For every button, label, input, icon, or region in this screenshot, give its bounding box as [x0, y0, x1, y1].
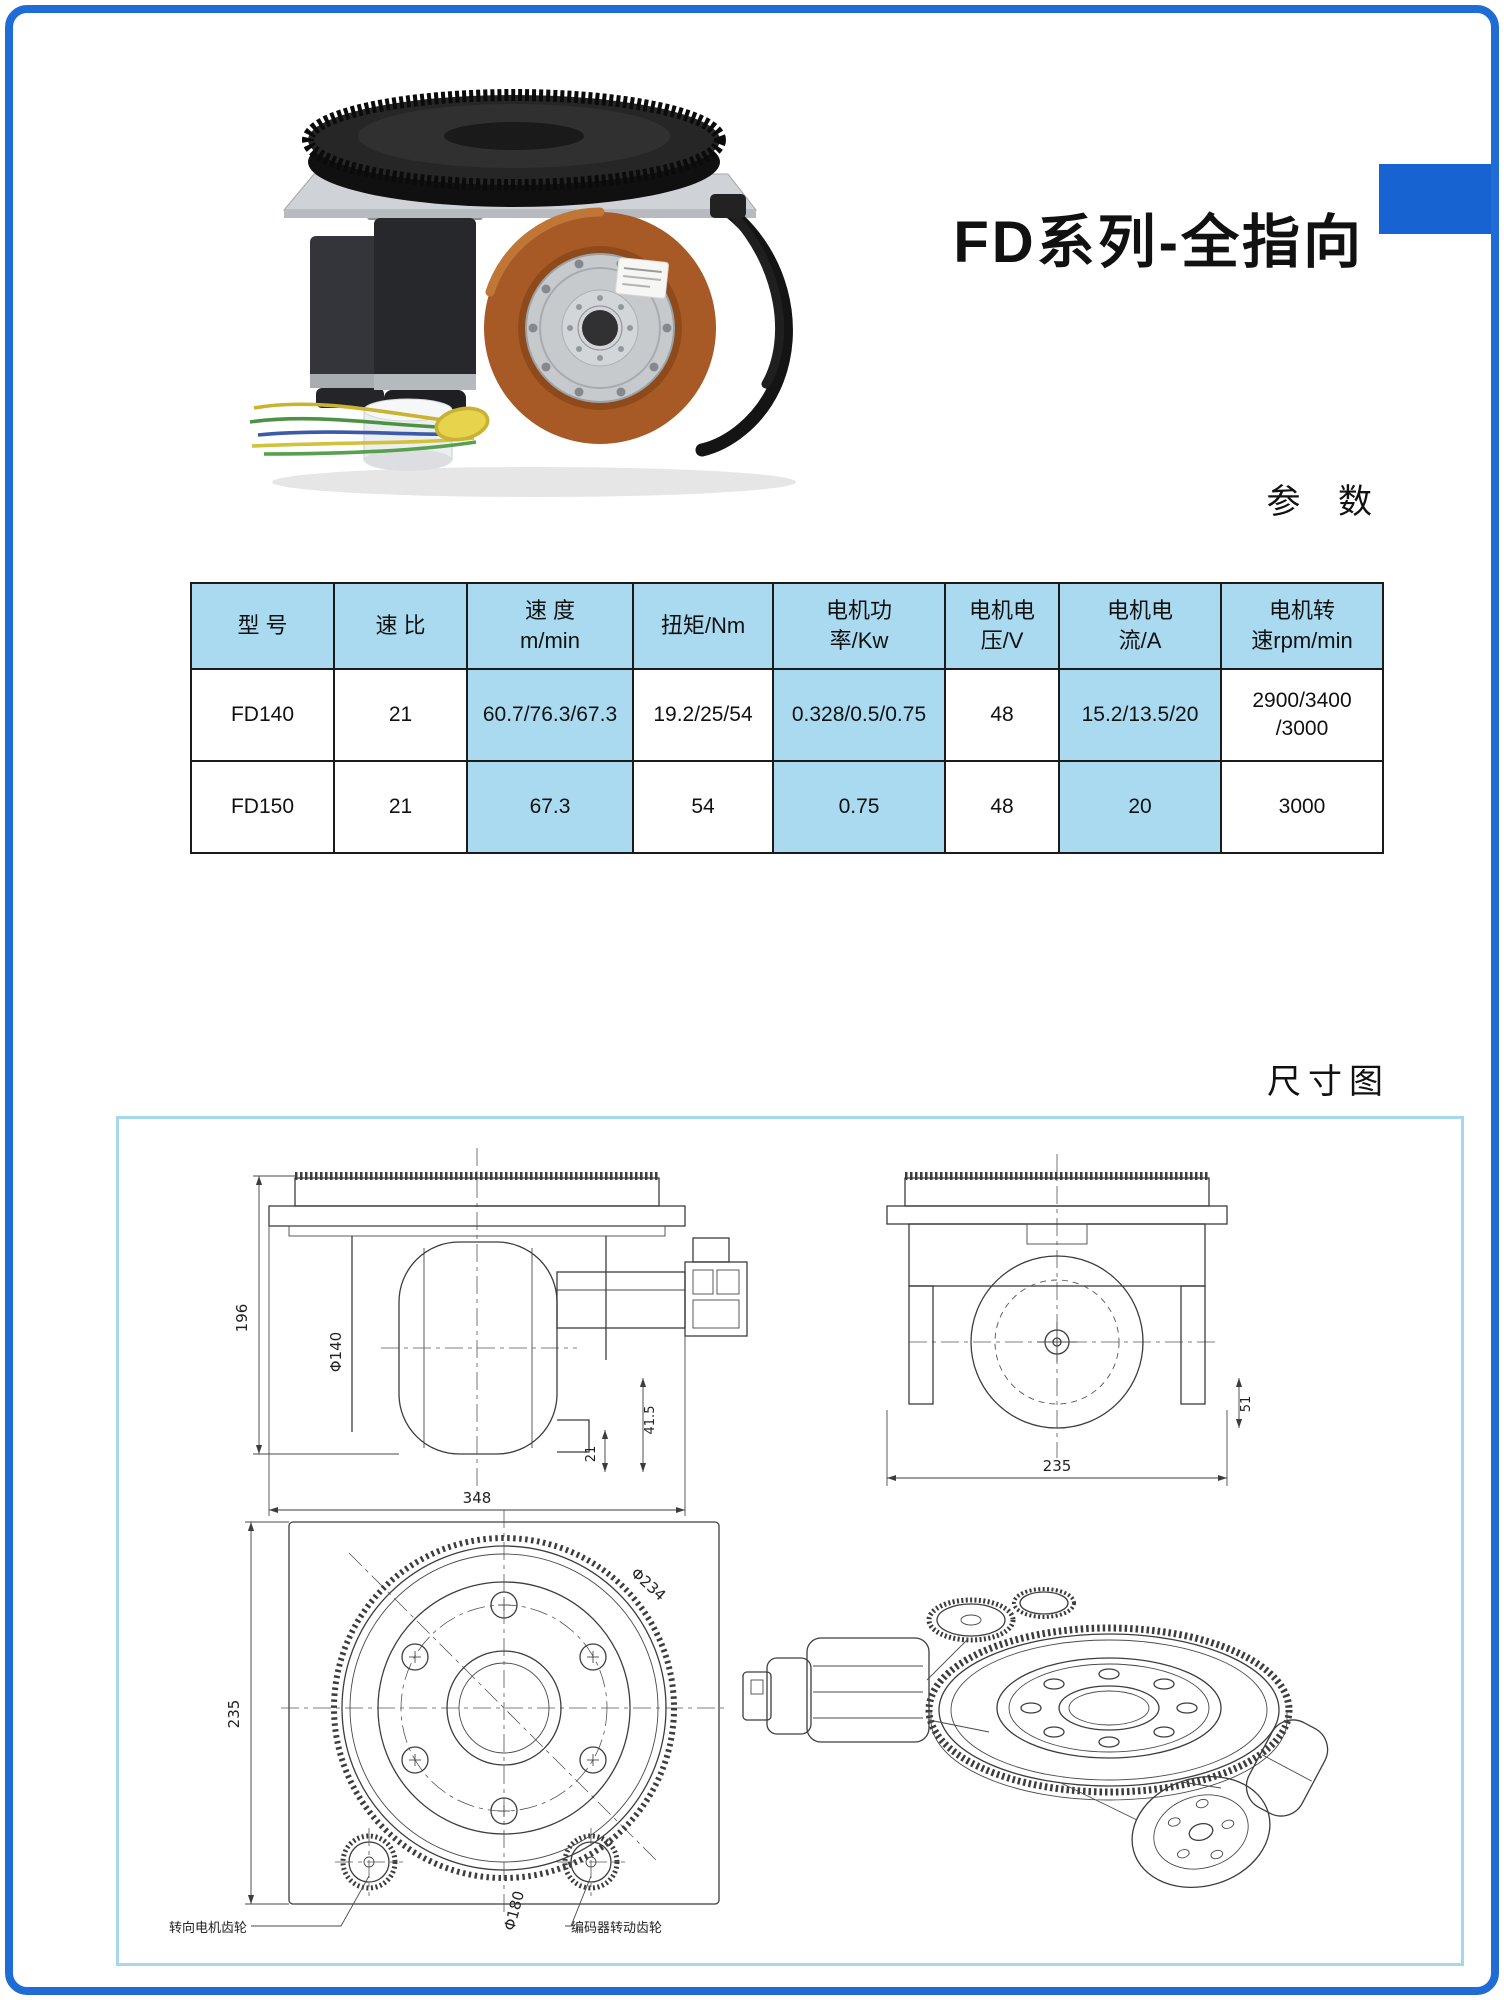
- cell-model: FD150: [190, 760, 335, 854]
- cell-voltage: 48: [944, 760, 1060, 854]
- iso-bolt-holes: [1020, 1668, 1198, 1748]
- dim-width-348: 348: [463, 1489, 492, 1507]
- iso-wheel: [1131, 1775, 1271, 1889]
- cell-rpm: 2900/3400 /3000: [1220, 668, 1384, 762]
- rear-motor: [310, 236, 390, 408]
- cell-power: 0.328/0.5/0.75: [772, 668, 946, 762]
- iso-pinion-gears: [926, 1587, 1076, 1643]
- iso-steering-motor: [742, 1637, 990, 1743]
- dimension-drawing-svg: 196 Φ140 348 41.5 21: [169, 1148, 1329, 1936]
- encoder-gear: [557, 1828, 625, 1896]
- col-header-rpm: 电机转 速rpm/min: [1220, 582, 1384, 670]
- cell-current: 20: [1058, 760, 1222, 854]
- product-photo: [162, 78, 834, 508]
- dim-front-width-235: 235: [1043, 1457, 1072, 1475]
- page-title: FD系列-全指向: [953, 209, 1364, 275]
- cell-ratio: 21: [333, 668, 468, 762]
- label-steering-gear: 转向电机齿轮: [169, 1920, 247, 1936]
- cell-torque: 54: [632, 760, 774, 854]
- cell-speed: 60.7/76.3/67.3: [466, 668, 634, 762]
- table-header-row: 型 号 速 比 速 度 m/min 扭矩/Nm 电机功 率/Kw 电机电 压/V…: [190, 582, 1384, 670]
- ring-gear: [302, 89, 726, 207]
- iso-damper: [1245, 1719, 1329, 1817]
- front-view: 235 51: [886, 1154, 1254, 1486]
- table-row-fd150: FD150 21 67.3 54 0.75 48 20 3000: [190, 760, 1384, 854]
- params-label: 参 数: [1266, 483, 1386, 521]
- cell-torque: 19.2/25/54: [632, 668, 774, 762]
- col-header-speed: 速 度 m/min: [466, 582, 634, 670]
- table-row-fd140: FD140 21 60.7/76.3/67.3 19.2/25/54 0.328…: [190, 668, 1384, 762]
- cell-speed: 67.3: [466, 760, 634, 854]
- wires: [249, 402, 490, 456]
- hub-sticker: [615, 257, 669, 299]
- bolt-holes: [401, 1591, 607, 1825]
- cell-model: FD140: [190, 668, 335, 762]
- product-photo-svg: [249, 89, 796, 497]
- drive-motor: [367, 204, 483, 414]
- col-header-power: 电机功 率/Kw: [772, 582, 946, 670]
- dim-inner-dia-180: Φ180: [500, 1889, 528, 1933]
- dimension-drawing: 196 Φ140 348 41.5 21: [116, 1116, 1464, 1966]
- col-header-torque: 扭矩/Nm: [632, 582, 774, 670]
- dim-51: 51: [1239, 1396, 1254, 1413]
- dims-label: 尺寸图: [1267, 1063, 1390, 1101]
- title-accent-block: [1379, 164, 1491, 234]
- drive-wheel: [484, 207, 716, 444]
- cell-voltage: 48: [944, 668, 1060, 762]
- cell-current: 15.2/13.5/20: [1058, 668, 1222, 762]
- col-header-current: 电机电 流/A: [1058, 582, 1222, 670]
- dim-wheel-diameter: Φ140: [327, 1332, 345, 1372]
- col-header-voltage: 电机电 压/V: [944, 582, 1060, 670]
- cell-power: 0.75: [772, 760, 946, 854]
- label-encoder-gear: 编码器转动齿轮: [571, 1921, 662, 1936]
- side-view: 196 Φ140 348 41.5 21: [233, 1148, 748, 1516]
- dim-height-196: 196: [233, 1304, 251, 1333]
- power-cable: [695, 194, 793, 457]
- col-header-model: 型 号: [190, 582, 335, 670]
- tape-wrap: [434, 406, 490, 442]
- photo-shadow: [272, 467, 796, 497]
- params-table: 型 号 速 比 速 度 m/min 扭矩/Nm 电机功 率/Kw 电机电 压/V…: [190, 582, 1384, 854]
- steering-motor-gear: [335, 1828, 403, 1896]
- cell-rpm: 3000: [1220, 760, 1384, 854]
- top-view: 转向电机齿轮 编码器转动齿轮 235 Φ234 Φ180: [169, 1510, 727, 1936]
- dim-21: 21: [584, 1446, 599, 1463]
- dim-top-height-235: 235: [225, 1700, 243, 1729]
- col-header-ratio: 速 比: [333, 582, 468, 670]
- dim-41-5: 41.5: [643, 1406, 658, 1435]
- cell-ratio: 21: [333, 760, 468, 854]
- isometric-view: [742, 1587, 1329, 1889]
